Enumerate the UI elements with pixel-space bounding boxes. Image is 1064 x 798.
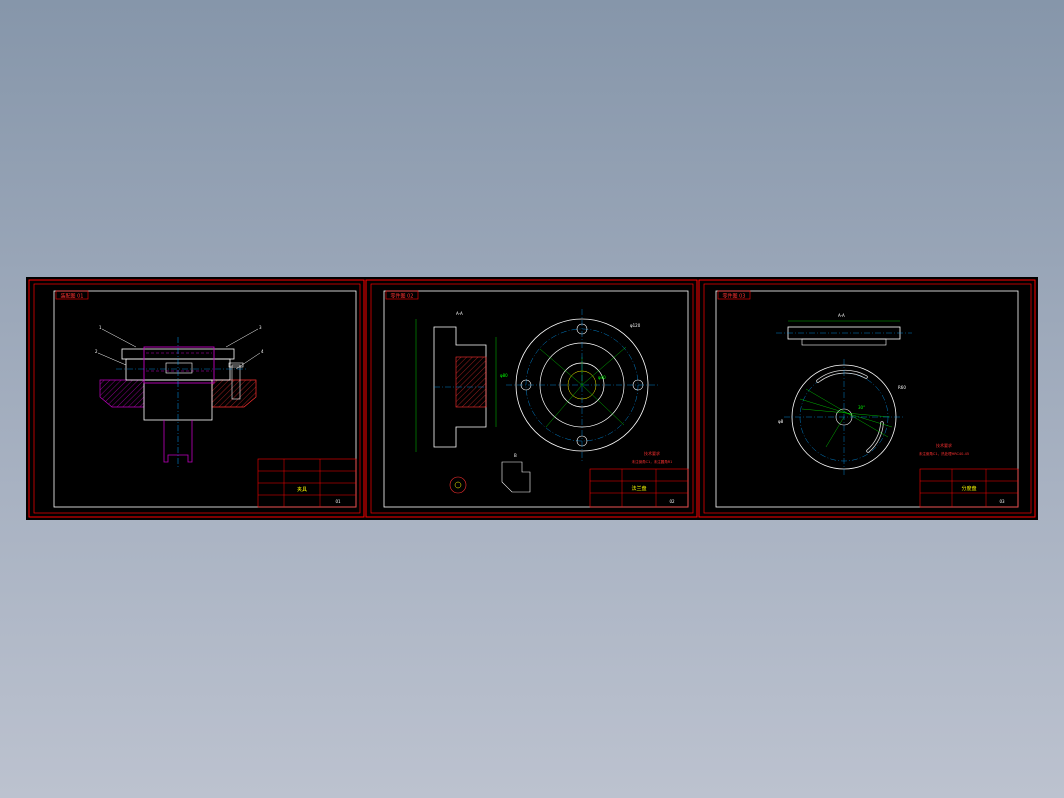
plate-note-body: 未注倒角C1，热处理HRC40-45 bbox=[919, 451, 969, 456]
dim-phi120: φ120 bbox=[630, 323, 641, 328]
sheet3-title-no: 03 bbox=[999, 499, 1005, 504]
callout-4: 4 bbox=[261, 349, 264, 354]
assembly-drawing: 1 2 3 4 bbox=[95, 325, 264, 467]
plate-dim-angle: 30° bbox=[858, 405, 865, 410]
sheet-plate[interactable]: 零件图 03 A-A bbox=[698, 279, 1036, 518]
sheet2-header-tag: 零件图 02 bbox=[385, 290, 419, 300]
dim-phi80: φ80 bbox=[500, 373, 508, 378]
sheet2-title-name: 法兰盘 bbox=[631, 485, 646, 492]
dim-view-b: B bbox=[514, 453, 517, 458]
plate-side-view: A-A bbox=[776, 313, 912, 346]
dim-section-label: A-A bbox=[456, 311, 463, 316]
sheet-part[interactable]: 零件图 02 A-A φ80 B bbox=[365, 279, 698, 518]
callout-3: 3 bbox=[259, 325, 262, 330]
plate-dim-phi8: φ8 bbox=[778, 419, 784, 424]
dim-phi40: φ40 bbox=[598, 375, 606, 380]
sheet1-title-no: 01 bbox=[335, 499, 341, 504]
callout-1: 1 bbox=[99, 325, 102, 330]
sheet3-header-tag: 零件图 03 bbox=[717, 290, 751, 300]
callout-2: 2 bbox=[95, 349, 98, 354]
plate-plan-view: R60 φ8 30° 技术要求 未注倒角C1，热处理HRC40-45 bbox=[778, 359, 969, 475]
sheet1-header-tag: 装配图 01 bbox=[55, 290, 89, 300]
sheet2-header-label: 零件图 02 bbox=[391, 293, 414, 300]
sheet3-title-block: 分度盘 03 bbox=[919, 468, 1019, 508]
sheet1-header-label: 装配图 01 bbox=[61, 293, 84, 300]
sheet2-title-no: 02 bbox=[669, 499, 675, 504]
sheet2-title-block: 法兰盘 02 bbox=[589, 468, 689, 508]
flange-section-view: A-A φ80 B bbox=[415, 311, 531, 494]
part-note-body: 未注倒角C1，未注圆角R1 bbox=[632, 459, 673, 464]
cad-model-space[interactable]: 装配图 01 bbox=[26, 277, 1038, 520]
sheet3-header-label: 零件图 03 bbox=[723, 293, 746, 300]
flange-plan-view: φ120 φ40 技术要求 未注倒角C1，未注圆角R1 bbox=[506, 309, 672, 464]
sheet3-title-name: 分度盘 bbox=[961, 485, 976, 492]
sheet-assembly[interactable]: 装配图 01 bbox=[28, 279, 365, 518]
plate-dim-r60: R60 bbox=[898, 385, 906, 390]
plate-note-title: 技术要求 bbox=[936, 442, 952, 448]
sheet1-title-block: 夹具 01 bbox=[257, 458, 357, 508]
plate-dim-section: A-A bbox=[838, 313, 845, 318]
part-note-title: 技术要求 bbox=[644, 450, 660, 456]
sheet1-title-name: 夹具 bbox=[297, 486, 307, 493]
